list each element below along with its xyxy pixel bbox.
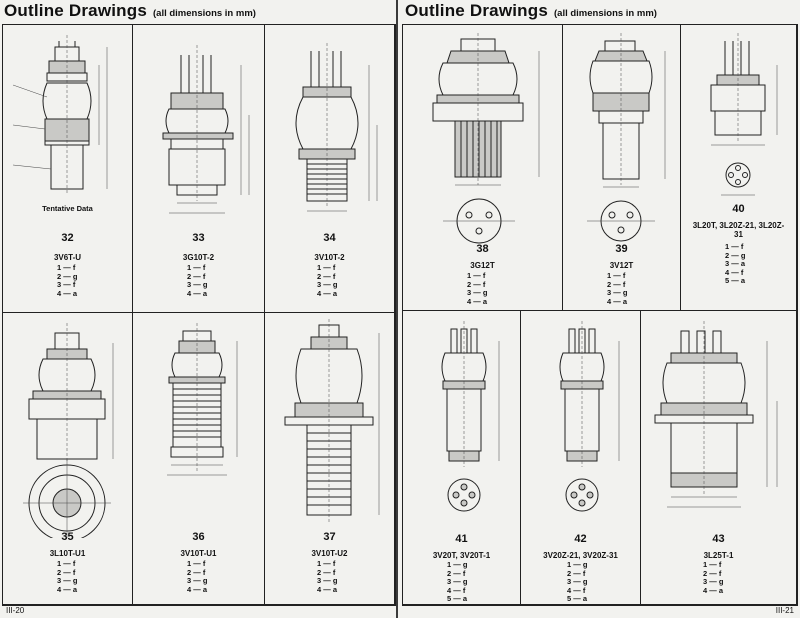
page-number-right: III-21 [775, 606, 794, 615]
tube-type-41: 3V20T, 3V20T-1 [432, 551, 491, 560]
drawing-number-37: 37 [323, 531, 336, 543]
pin-list-35: 1 — f 2 — f 3 — g 4 — a [57, 559, 78, 594]
drawing-cell-37: 37 3V10T-U2 1 — f 2 — f 3 — g 4 — a [265, 313, 395, 605]
drawing-number-34: 34 [323, 232, 336, 244]
drawing-grid-left: Tentative Data 32 3V6T-U 1 — f 2 — g 3 —… [2, 24, 396, 606]
drawing-number-43: 43 [712, 533, 725, 545]
drawing-number-36: 36 [192, 531, 205, 543]
tube-outline-36 [167, 323, 238, 476]
pin-list-38: 1 — f 2 — f 3 — g 4 — a [467, 271, 488, 306]
tube-type-43: 3L25T-1 [703, 551, 734, 560]
tube-type-33: 3G10T-2 [182, 253, 215, 262]
tube-type-39: 3V12T [609, 261, 634, 270]
drawing-cell-41: 41 3V20T, 3V20T-1 1 — g 2 — f 3 — g 4 — … [403, 311, 521, 605]
drawing-cell-42: 42 3V20Z-21, 3V20Z-31 1 — g 2 — f 3 — g … [521, 311, 641, 605]
tube-outline-39 [587, 33, 666, 242]
page-number-left: III-20 [6, 606, 25, 615]
pin-list-32: 1 — f 2 — g 3 — f 4 — a [57, 263, 78, 298]
pin-list-41: 1 — g 2 — f 3 — g 4 — f 5 — a [447, 560, 468, 603]
tube-type-38: 3G12T [470, 261, 495, 270]
pin-list-34: 1 — f 2 — f 3 — g 4 — a [317, 263, 338, 298]
tube-outline-38 [432, 33, 540, 244]
page-title-right: Outline Drawings(all dimensions in mm) [405, 1, 657, 20]
drawing-cell-38: 38 3G12T 1 — f 2 — f 3 — g 4 — a [403, 25, 563, 311]
tube-type-32: 3V6T-U [53, 253, 82, 262]
right-page: Outline Drawings(all dimensions in mm) [398, 0, 800, 618]
drawing-number-39: 39 [615, 243, 628, 255]
drawing-number-40: 40 [732, 203, 745, 215]
tube-type-40: 3L20T, 3L20Z-21, 3L20Z-31 [692, 221, 785, 239]
book-gutter [396, 0, 398, 618]
page-title-left: Outline Drawings(all dimensions in mm) [4, 1, 256, 20]
tube-outline-43 [654, 321, 778, 508]
pin-list-36: 1 — f 2 — f 3 — g 4 — a [187, 559, 208, 594]
drawing-grid-right: 38 3G12T 1 — f 2 — f 3 — g 4 — a [402, 24, 798, 606]
pin-list-43: 1 — f 2 — f 3 — g 4 — a [703, 560, 724, 595]
pin-list-42: 1 — g 2 — f 3 — g 4 — f 5 — a [567, 560, 588, 603]
tube-outline-41 [441, 321, 500, 512]
drawing-cell-36: 36 3V10T-U1 1 — f 2 — f 3 — g 4 — a [133, 313, 265, 605]
tube-type-37: 3V10T-U2 [311, 549, 348, 558]
tube-outline-40 [710, 33, 778, 196]
drawing-number-38: 38 [476, 243, 489, 255]
drawing-number-42: 42 [574, 533, 587, 545]
tube-type-42: 3V20Z-21, 3V20Z-31 [543, 551, 618, 560]
drawing-cell-35: 35 3L10T-U1 1 — f 2 — f 3 — g 4 — a [3, 313, 133, 605]
pin-list-37: 1 — f 2 — f 3 — g 4 — a [317, 559, 338, 594]
pin-list-33: 1 — f 2 — f 3 — g 4 — a [187, 263, 208, 298]
drawing-cell-32: Tentative Data 32 3V6T-U 1 — f 2 — g 3 —… [3, 25, 133, 313]
drawing-cell-33: 33 3G10T-2 1 — f 2 — f 3 — g 4 — a [133, 25, 265, 313]
drawing-cell-39: 39 3V12T 1 — f 2 — f 3 — g 4 — a [563, 25, 681, 311]
tube-outline-33 [162, 45, 250, 214]
left-page: Outline Drawings(all dimensions in mm) [0, 0, 396, 618]
drawing-number-35: 35 [61, 531, 74, 543]
drawing-number-41: 41 [455, 533, 468, 545]
tube-outline-37 [284, 319, 380, 523]
pin-list-39: 1 — f 2 — f 3 — g 4 — a [607, 271, 628, 306]
pin-list-40: 1 — f 2 — g 3 — a 4 — f 5 — a [725, 242, 746, 285]
drawing-number-33: 33 [192, 232, 205, 244]
tube-type-35: 3L10T-U1 [49, 549, 86, 558]
tube-outline-35 [23, 323, 114, 538]
tube-type-34: 3V10T-2 [314, 253, 345, 262]
tube-type-36: 3V10T-U1 [180, 549, 217, 558]
tube-outline-42 [559, 321, 620, 512]
drawing-number-32: 32 [61, 232, 74, 244]
drawing-cell-34: 34 3V10T-2 1 — f 2 — f 3 — g 4 — a [265, 25, 395, 313]
tube-outline-32 [12, 35, 108, 195]
drawing-cell-43: 43 3L25T-1 1 — f 2 — f 3 — g 4 — a [641, 311, 797, 605]
drawing-cell-40: 40 3L20T, 3L20Z-21, 3L20Z-31 1 — f 2 — g… [681, 25, 797, 311]
tube-outline-34 [295, 43, 378, 212]
